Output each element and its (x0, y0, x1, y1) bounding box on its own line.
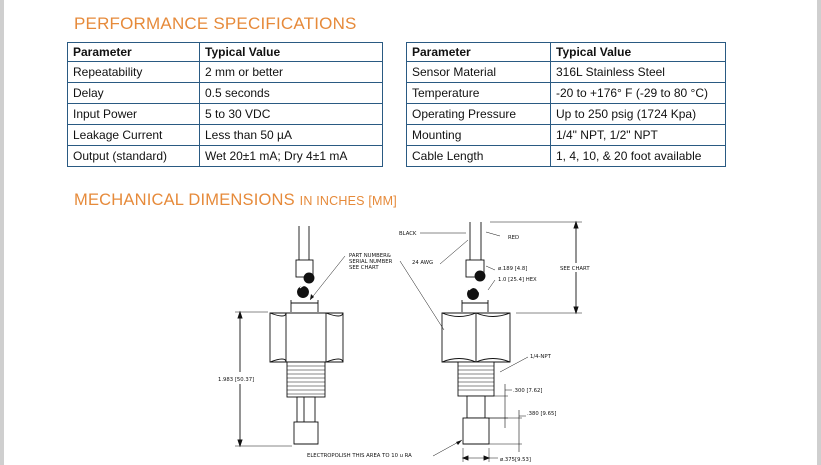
page-edge-right (817, 0, 821, 465)
header-cell: Typical Value (550, 42, 726, 62)
table-row: Cable Length 1, 4, 10, & 20 foot availab… (406, 145, 726, 167)
table-row: Repeatability 2 mm or better (67, 61, 383, 83)
table-row: Temperature -20 to +176° F (-29 to 80 °C… (406, 82, 726, 104)
label-part-number-2: SERIAL NUMBER (349, 259, 393, 265)
table-row: Output (standard) Wet 20±1 mA; Dry 4±1 m… (67, 145, 383, 167)
table-row: Input Power 5 to 30 VDC (67, 103, 383, 125)
value-cell: 0.5 seconds (199, 82, 383, 104)
label-npt: 1/4-NPT (530, 354, 552, 360)
label-hex: 1.0 [25.4] HEX (498, 277, 537, 283)
parameter-cell: Operating Pressure (406, 103, 551, 125)
table-row: Sensor Material 316L Stainless Steel (406, 61, 726, 83)
table-row: Mounting 1/4" NPT, 1/2" NPT (406, 124, 726, 146)
value-cell: Wet 20±1 mA; Dry 4±1 mA (199, 145, 383, 167)
performance-heading: PERFORMANCE SPECIFICATIONS (74, 14, 357, 33)
header-cell: Parameter (406, 42, 551, 62)
value-cell: Less than 50 µA (199, 124, 383, 146)
label-diameter-375: ø.375[9.53] (500, 457, 531, 463)
parameter-cell: Repeatability (67, 61, 200, 83)
mechanical-heading-main: MECHANICAL DIMENSIONS (74, 191, 295, 209)
sensor-left-view (216, 226, 344, 448)
header-cell: Parameter (67, 42, 200, 62)
label-part-number-1: PART NUMBER& (349, 253, 391, 259)
parameter-cell: Cable Length (406, 145, 551, 167)
parameter-cell: Delay (67, 82, 200, 104)
parameter-cell: Output (standard) (67, 145, 200, 167)
parameter-cell: Input Power (67, 103, 200, 125)
parameter-cell: Temperature (406, 82, 551, 104)
page-edge-left (0, 0, 4, 465)
label-see-chart: SEE CHART (560, 266, 590, 272)
parameter-cell: Sensor Material (406, 61, 551, 83)
performance-table-left: Parameter Typical Value Repeatability 2 … (67, 42, 383, 167)
mechanical-heading: MECHANICAL DIMENSIONS IN INCHES [MM] (74, 191, 397, 210)
table-header-row: Parameter Typical Value (67, 42, 383, 62)
table-header-row: Parameter Typical Value (406, 42, 726, 62)
value-cell: 2 mm or better (199, 61, 383, 83)
table-row: Operating Pressure Up to 250 psig (1724 … (406, 103, 726, 125)
label-black-wire: BLACK (399, 231, 417, 237)
value-cell: 316L Stainless Steel (550, 61, 726, 83)
label-awg: 24 AWG (412, 260, 433, 266)
mechanical-drawing: 1.983 [50.37] PART NUMBER& SERIAL NUMBER… (216, 220, 596, 463)
header-cell: Typical Value (199, 42, 383, 62)
sensor-right-view (441, 220, 596, 462)
parameter-cell: Leakage Current (67, 124, 200, 146)
label-dim-300: .300 [7.62] (513, 388, 542, 394)
label-dim-380: .380 [9.65] (527, 411, 556, 417)
label-part-number-3: SEE CHART (349, 265, 379, 271)
value-cell: -20 to +176° F (-29 to 80 °C) (550, 82, 726, 104)
parameter-cell: Mounting (406, 124, 551, 146)
mechanical-heading-units: IN INCHES [MM] (299, 194, 397, 208)
value-cell: 1/4" NPT, 1/2" NPT (550, 124, 726, 146)
label-red-wire: RED (508, 235, 519, 241)
performance-table-right: Parameter Typical Value Sensor Material … (406, 42, 726, 167)
value-cell: 1, 4, 10, & 20 foot available (550, 145, 726, 167)
label-diameter-189: ø.189 [4.8] (498, 266, 527, 272)
table-row: Leakage Current Less than 50 µA (67, 124, 383, 146)
value-cell: Up to 250 psig (1724 Kpa) (550, 103, 726, 125)
label-overall-length: 1.983 [50.37] (218, 377, 254, 383)
label-electropolish: ELECTROPOLISH THIS AREA TO 10 u RA (307, 453, 412, 459)
table-row: Delay 0.5 seconds (67, 82, 383, 104)
value-cell: 5 to 30 VDC (199, 103, 383, 125)
